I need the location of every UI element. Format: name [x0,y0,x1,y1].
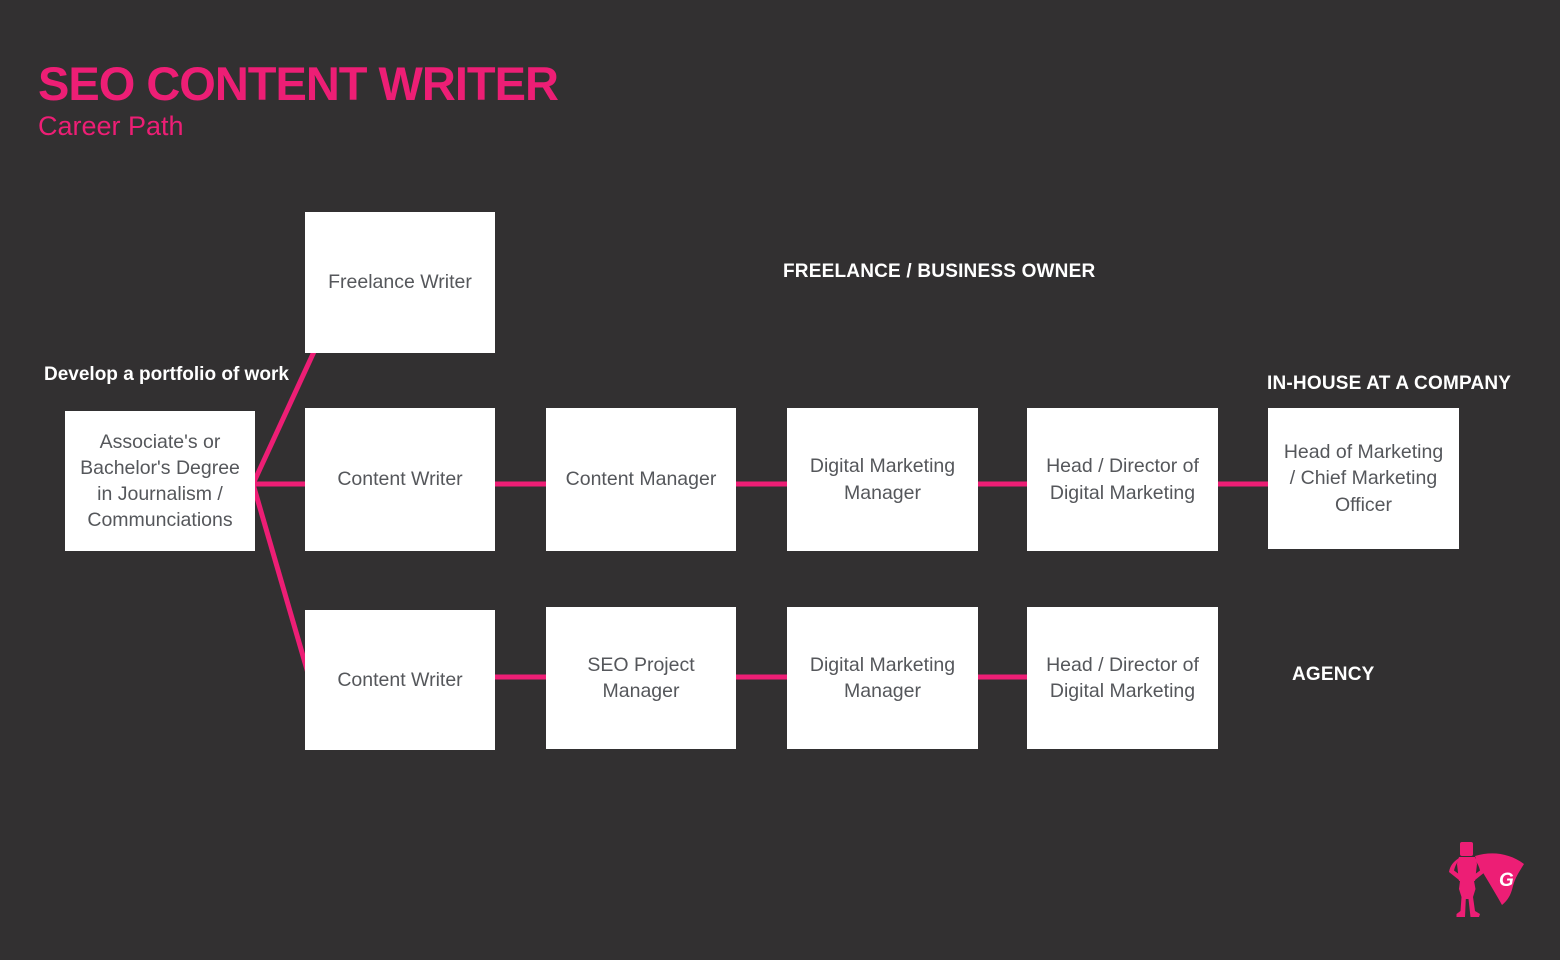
mascot-cape [1475,853,1524,905]
connector-degree-freelance [250,328,327,486]
node-head-director-digital-marketing-agency: Head / Director of Digital Marketing [1027,607,1218,749]
node-seo-project-manager: SEO Project Manager [546,607,736,749]
mascot-torso [1457,857,1477,881]
node-head-of-marketing-cmo: Head of Marketing / Chief Marketing Offi… [1268,408,1459,549]
node-content-manager: Content Manager [546,408,736,551]
mascot-letter: G [1499,870,1514,891]
track-label-agency: AGENCY [1292,664,1375,685]
connector-degree-agency [250,483,313,681]
track-label-in-house-at-a-company: IN-HOUSE AT A COMPANY [1267,373,1512,394]
node-digital-marketing-manager-agency: Digital Marketing Manager [787,607,978,749]
superhero-mascot-icon: G [1449,842,1524,917]
node-content-writer-agency: Content Writer [305,610,495,750]
node-head-director-digital-marketing-inhouse: Head / Director of Digital Marketing [1027,408,1218,551]
mascot-head [1460,842,1473,856]
page-subtitle: Career Path [38,111,184,141]
page-title: SEO CONTENT WRITER [38,57,559,110]
track-label-freelance-business-owner: FREELANCE / BUSINESS OWNER [783,261,1096,282]
node-degree: Associate's or Bachelor's Degree in Jour… [65,411,255,551]
mascot-right-arm [1472,858,1485,880]
node-digital-marketing-manager-inhouse: Digital Marketing Manager [787,408,978,551]
node-content-writer-inhouse: Content Writer [305,408,495,551]
mascot-left-arm [1449,858,1462,880]
portfolio-note: Develop a portfolio of work [44,364,289,385]
mascot-legs [1456,881,1480,917]
node-freelance-writer: Freelance Writer [305,212,495,353]
